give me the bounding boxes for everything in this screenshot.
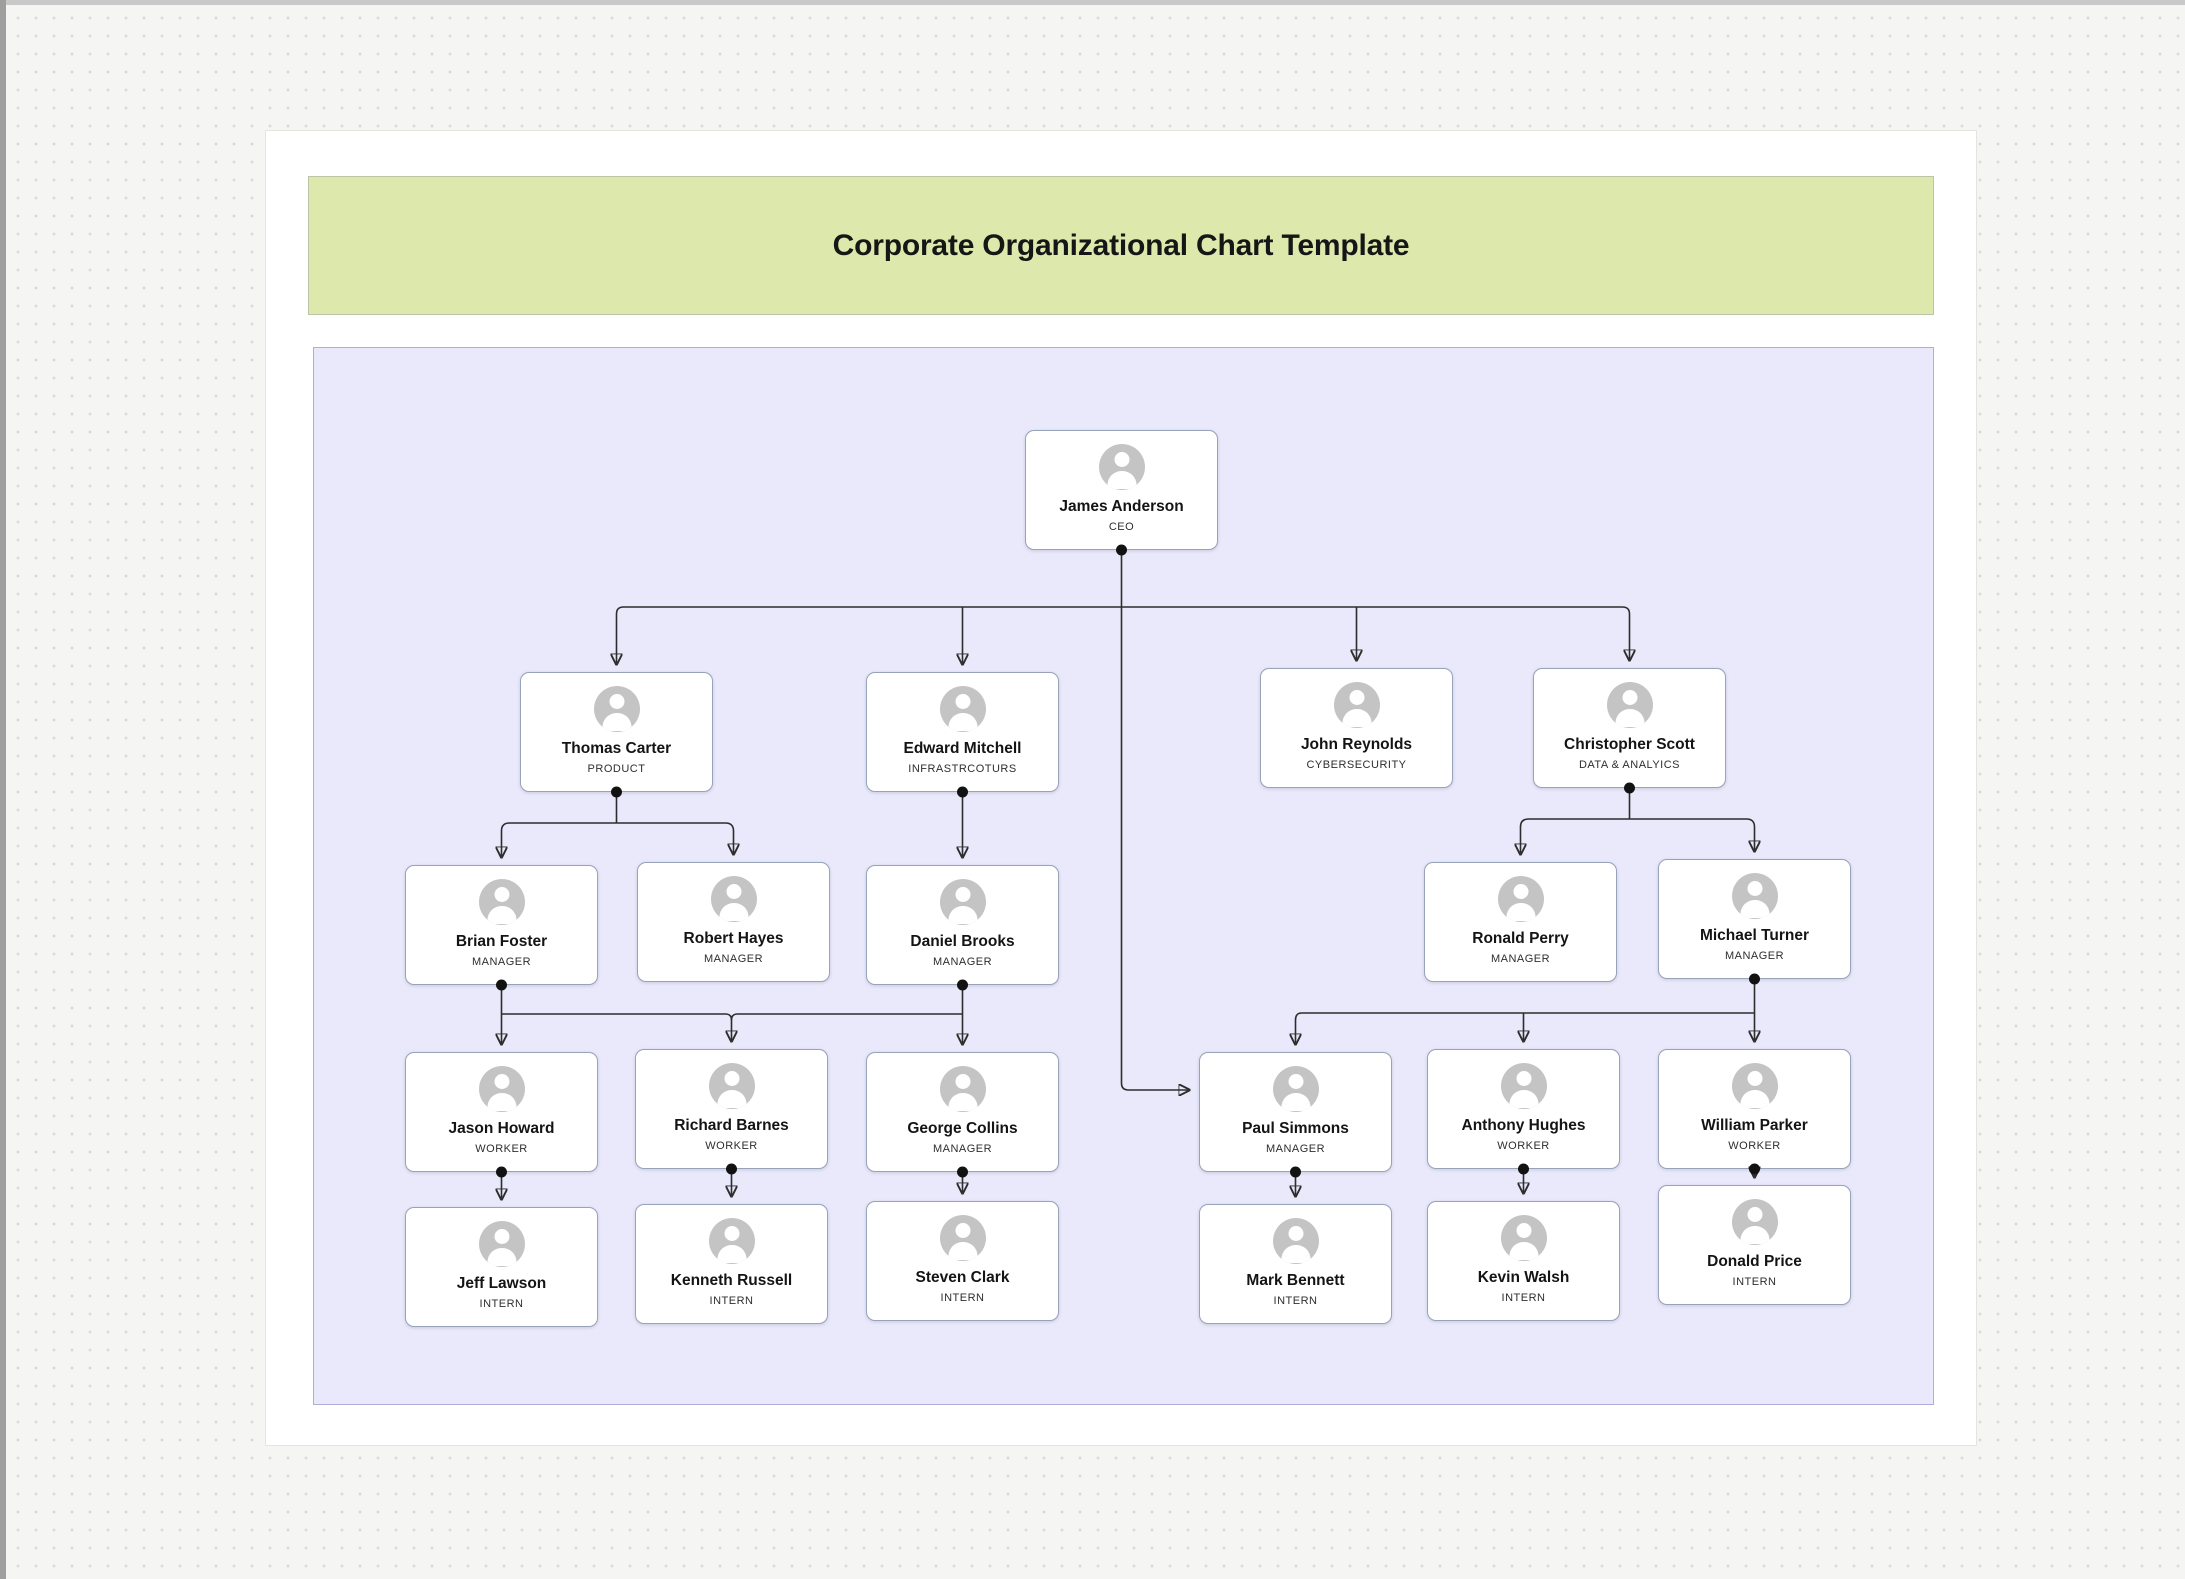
person-name: William Parker [1701,1117,1808,1134]
person-name: Jason Howard [448,1120,555,1137]
person-name: Robert Hayes [683,930,784,947]
person-icon [1500,1063,1547,1109]
person-name: Richard Barnes [674,1117,789,1134]
person-title: WORKER [1497,1140,1550,1152]
person-title: MANAGER [1265,1143,1326,1155]
person-title: MANAGER [703,953,764,965]
org-node-james-anderson[interactable]: James Anderson CEO [1025,430,1218,550]
window-top-edge [0,0,2185,5]
person-icon [478,1221,525,1267]
person-name: Paul Simmons [1242,1120,1349,1137]
person-icon [939,1215,986,1261]
person-title: WORKER [705,1140,758,1152]
person-title: INTERN [940,1292,985,1304]
person-icon [939,686,986,732]
org-node-michael-turner[interactable]: Michael Turner MANAGER [1658,859,1851,979]
org-node-kevin-walsh[interactable]: Kevin Walsh INTERN [1427,1201,1620,1321]
org-node-mark-bennett[interactable]: Mark Bennett INTERN [1199,1204,1392,1324]
person-icon [1333,682,1380,728]
page-title: Corporate Organizational Chart Template [832,228,1410,262]
org-node-thomas-carter[interactable]: Thomas Carter PRODUCT [520,672,713,792]
title-banner[interactable]: Corporate Organizational Chart Template [308,176,1934,315]
person-title: MANAGER [932,956,993,968]
person-name: Jeff Lawson [456,1275,547,1292]
person-title: PRODUCT [587,763,646,775]
person-icon [478,879,525,925]
person-icon [939,1066,986,1112]
person-title: CEO [1108,521,1135,533]
person-name: Kevin Walsh [1477,1269,1570,1286]
person-name: Donald Price [1707,1253,1802,1270]
person-icon [710,876,757,922]
person-icon [1098,444,1145,490]
org-node-anthony-hughes[interactable]: Anthony Hughes WORKER [1427,1049,1620,1169]
person-name: Thomas Carter [561,740,672,757]
person-title: MANAGER [471,956,532,968]
org-node-edward-mitchell[interactable]: Edward Mitchell INFRASTRCOTURS [866,672,1059,792]
person-name: Kenneth Russell [670,1272,793,1289]
person-icon [478,1066,525,1112]
person-title: WORKER [475,1143,528,1155]
person-icon [1272,1066,1319,1112]
org-node-george-collins[interactable]: George Collins MANAGER [866,1052,1059,1172]
org-node-john-reynolds[interactable]: John Reynolds CYBERSECURITY [1260,668,1453,788]
person-icon [593,686,640,732]
person-icon [939,879,986,925]
person-title: INTERN [1273,1295,1318,1307]
person-name: Anthony Hughes [1461,1117,1586,1134]
person-title: MANAGER [932,1143,993,1155]
person-icon [1497,876,1544,922]
person-name: Brian Foster [455,933,548,950]
person-title: MANAGER [1724,950,1785,962]
org-node-jason-howard[interactable]: Jason Howard WORKER [405,1052,598,1172]
person-icon [1731,873,1778,919]
person-icon [708,1218,755,1264]
person-name: George Collins [907,1120,1018,1137]
person-title: DATA & ANALYICS [1578,759,1681,771]
org-node-brian-foster[interactable]: Brian Foster MANAGER [405,865,598,985]
person-name: Daniel Brooks [910,933,1015,950]
org-node-donald-price[interactable]: Donald Price INTERN [1658,1185,1851,1305]
org-node-ronald-perry[interactable]: Ronald Perry MANAGER [1424,862,1617,982]
org-node-kenneth-russell[interactable]: Kenneth Russell INTERN [635,1204,828,1324]
person-name: James Anderson [1059,498,1184,515]
org-node-william-parker[interactable]: William Parker WORKER [1658,1049,1851,1169]
person-title: INTERN [479,1298,524,1310]
person-icon [708,1063,755,1109]
org-node-christopher-scott[interactable]: Christopher Scott DATA & ANALYICS [1533,668,1726,788]
person-icon [1731,1063,1778,1109]
person-title: MANAGER [1490,953,1551,965]
person-title: CYBERSECURITY [1306,759,1407,771]
person-name: John Reynolds [1300,736,1413,753]
window-left-edge [0,0,6,1579]
person-name: Ronald Perry [1472,930,1569,947]
person-title: INTERN [1732,1276,1777,1288]
person-name: Mark Bennett [1246,1272,1345,1289]
org-node-jeff-lawson[interactable]: Jeff Lawson INTERN [405,1207,598,1327]
org-node-paul-simmons[interactable]: Paul Simmons MANAGER [1199,1052,1392,1172]
person-name: Christopher Scott [1564,736,1695,753]
org-node-richard-barnes[interactable]: Richard Barnes WORKER [635,1049,828,1169]
person-name: Edward Mitchell [903,740,1022,757]
person-title: INTERN [709,1295,754,1307]
person-icon [1272,1218,1319,1264]
person-icon [1606,682,1653,728]
person-title: WORKER [1728,1140,1781,1152]
org-node-daniel-brooks[interactable]: Daniel Brooks MANAGER [866,865,1059,985]
org-node-robert-hayes[interactable]: Robert Hayes MANAGER [637,862,830,982]
person-name: Michael Turner [1699,927,1810,944]
person-icon [1500,1215,1547,1261]
person-name: Steven Clark [915,1269,1010,1286]
person-icon [1731,1199,1778,1245]
person-title: INTERN [1501,1292,1546,1304]
org-node-steven-clark[interactable]: Steven Clark INTERN [866,1201,1059,1321]
person-title: INFRASTRCOTURS [908,763,1017,775]
